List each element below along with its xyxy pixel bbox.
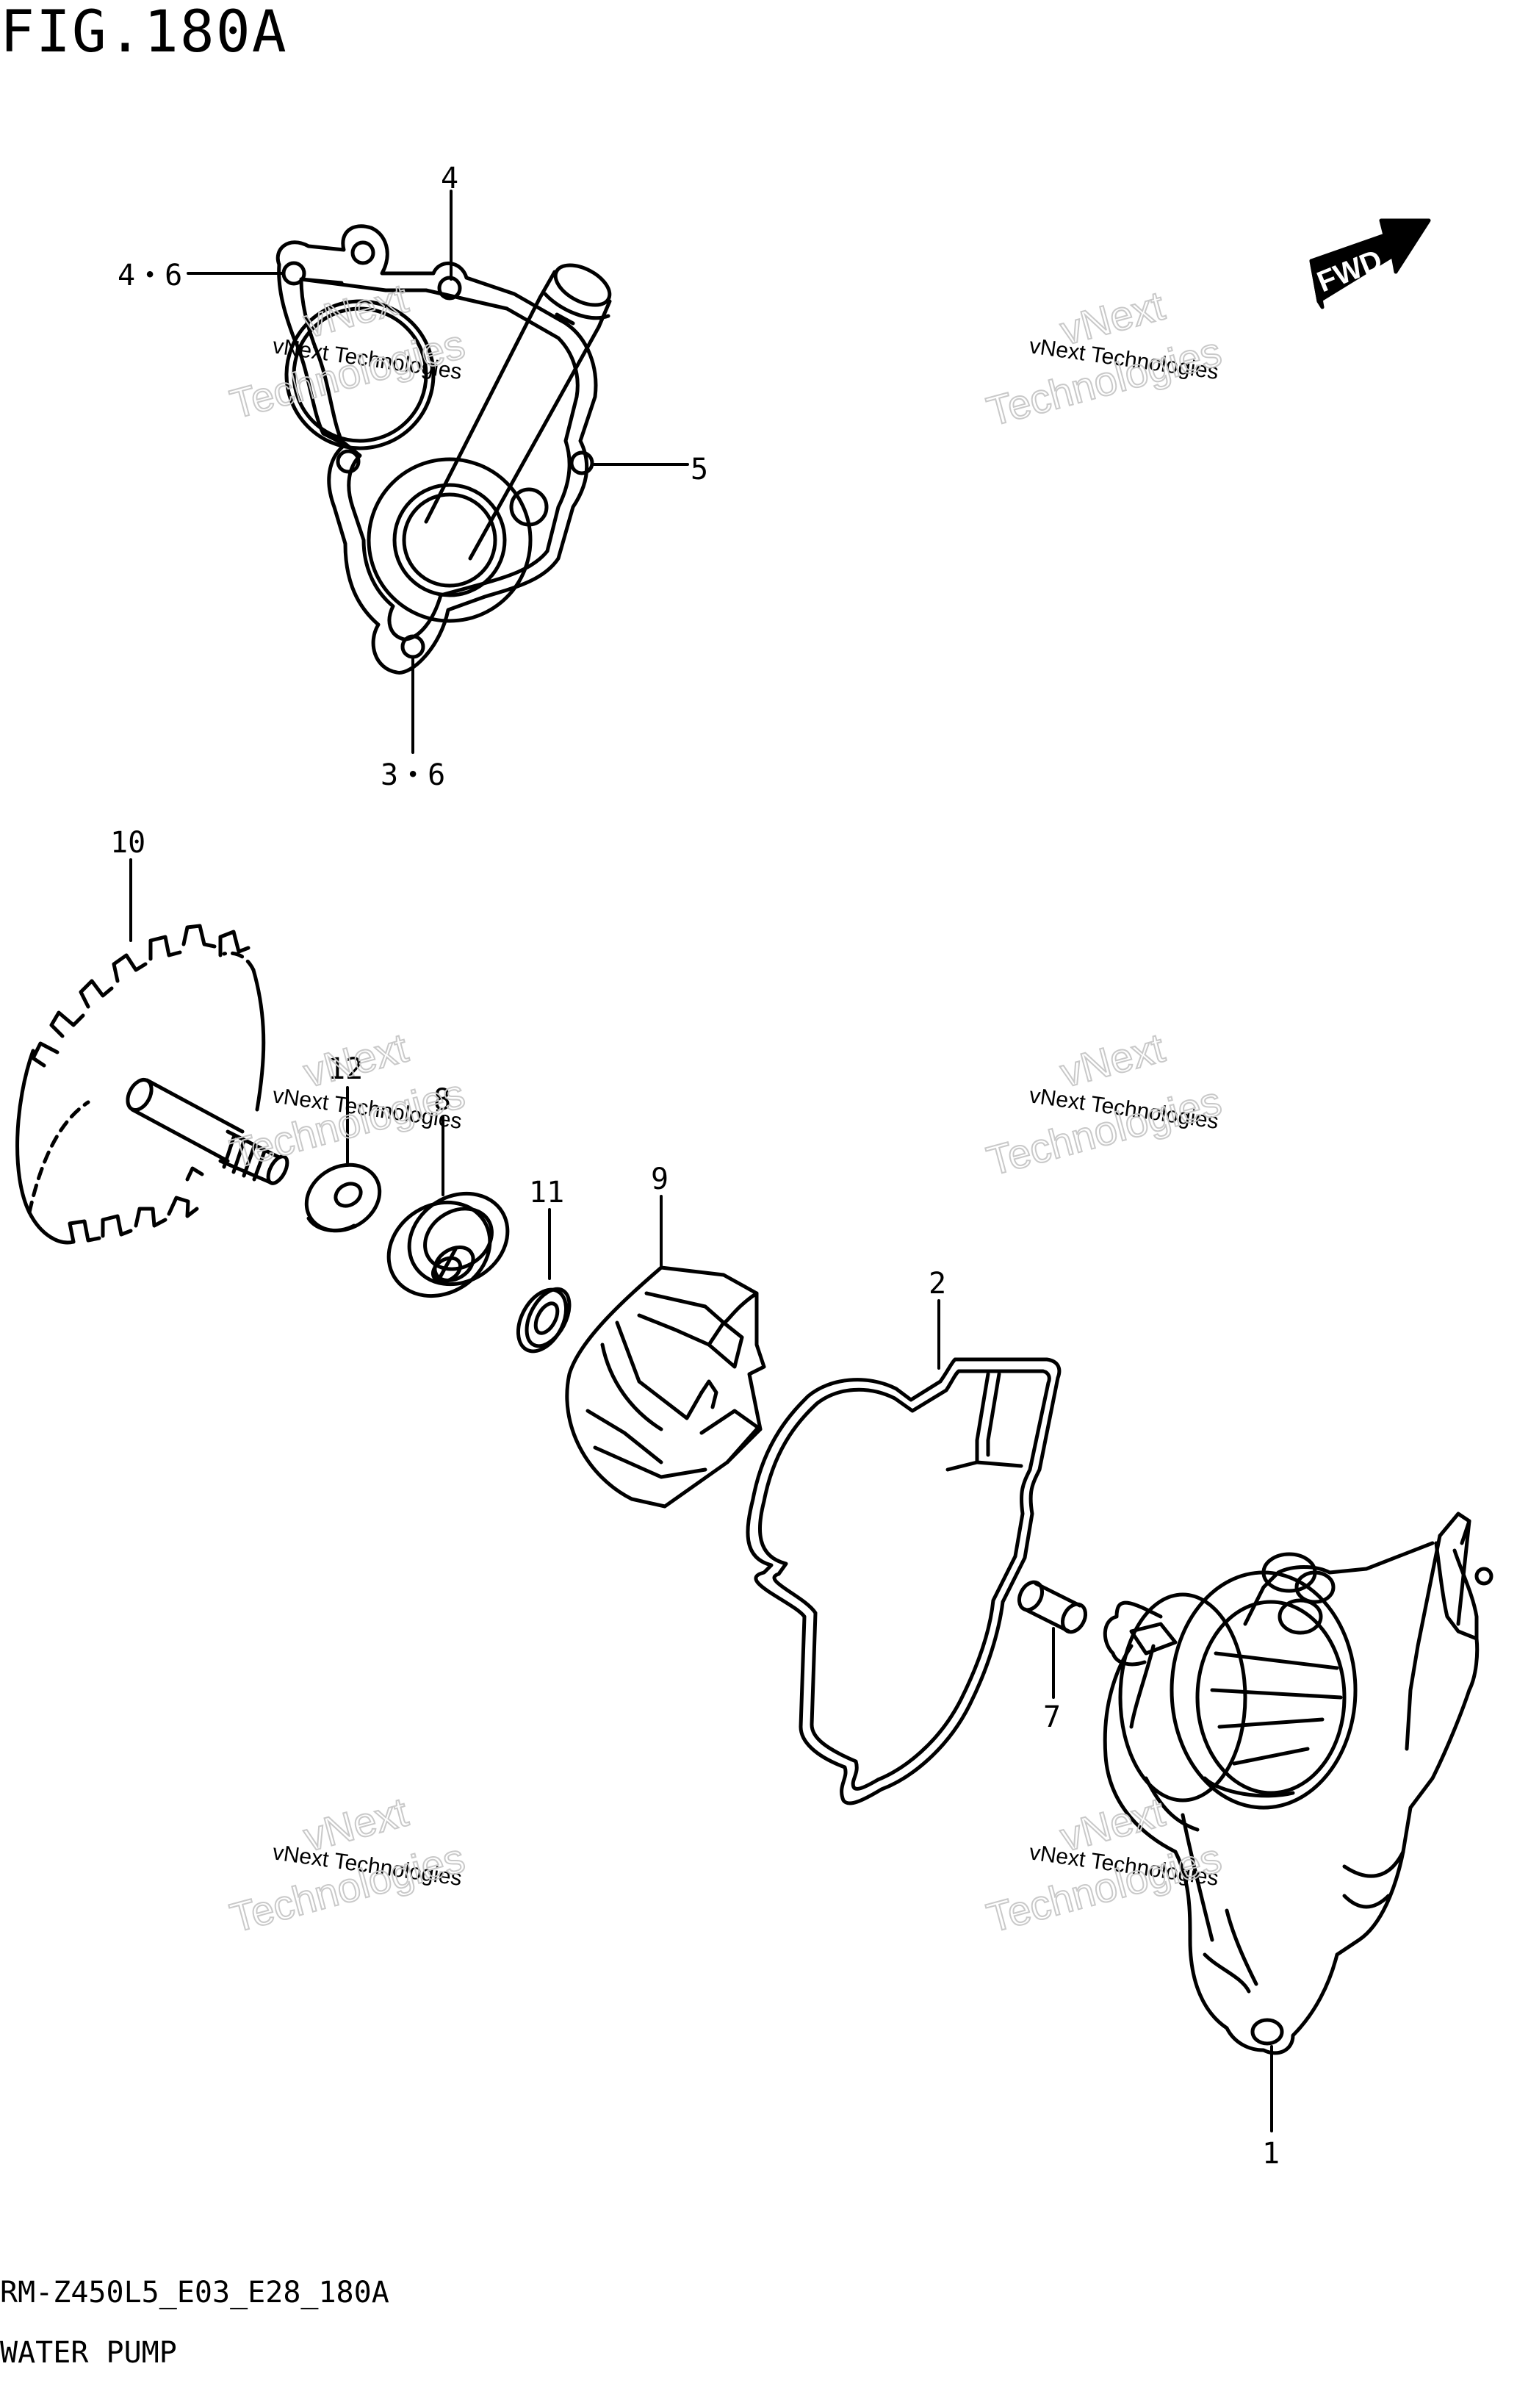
washer-part — [304, 1162, 382, 1233]
svg-text:vNext: vNext — [1056, 1024, 1170, 1096]
callout-11: 11 — [529, 1176, 564, 1210]
callout-10: 10 — [110, 826, 145, 860]
pump-gear-part — [15, 924, 289, 1245]
callout-4-6: 4・6 — [118, 259, 182, 292]
figure-title: FIG.180A — [0, 0, 288, 65]
callout-3-6: 3・6 — [381, 758, 445, 792]
callout-8: 8 — [433, 1083, 451, 1117]
watermark-top-left: vNext vNext Technologies Technologies — [225, 274, 470, 428]
small-washer-part — [516, 1287, 572, 1354]
watermark-mid-right: vNext vNext Technologies Technologies — [981, 1024, 1227, 1185]
figure-name: WATER PUMP — [0, 2336, 177, 2370]
callout-1: 1 — [1262, 2137, 1280, 2171]
callout-12: 12 — [328, 1052, 363, 1086]
callout-5: 5 — [691, 453, 708, 486]
impeller-part — [565, 1265, 766, 1509]
callout-4: 4 — [441, 162, 458, 195]
leader-lines — [129, 190, 1273, 2132]
watermark-bottom-left: vNext vNext Technologies Technologies — [225, 1788, 470, 1942]
callout-7: 7 — [1043, 1700, 1061, 1734]
callout-2: 2 — [929, 1267, 946, 1301]
dowel-pin-part — [1017, 1580, 1088, 1634]
figure-code: RM-Z450L5_E03_E28_180A — [0, 2276, 389, 2310]
gasket-part — [746, 1357, 1062, 1805]
callout-9: 9 — [651, 1162, 669, 1196]
watermark-top-right: vNext vNext Technologies Technologies — [981, 281, 1227, 436]
pump-body-part — [1103, 1512, 1493, 2055]
oil-seal-part — [386, 1191, 510, 1298]
pump-cover-part — [275, 224, 612, 675]
fwd-arrow-icon — [1309, 218, 1431, 309]
